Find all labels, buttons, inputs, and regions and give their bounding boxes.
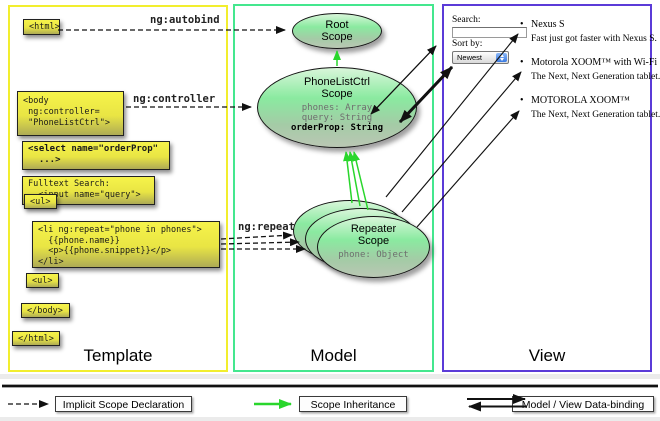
annotation-ng-repeat: ng:repeat: [238, 221, 295, 233]
phone-item-name: Nexus S: [531, 19, 565, 30]
view-column-title: View: [528, 346, 566, 365]
root-scope-ellipse: Root Scope: [292, 13, 382, 49]
phonelistctrl-prop-query: query: String: [301, 113, 373, 123]
code-body-open: <body ng:controller= "PhoneListCtrl">: [17, 91, 124, 136]
code-ul-close: <ul>: [26, 273, 59, 288]
code-html-open: <html>: [23, 19, 60, 35]
code-body-close: </body>: [21, 303, 70, 318]
phonelistctrl-scope-title: PhoneListCtrl Scope: [303, 76, 371, 100]
phonelistctrl-scope-ellipse: PhoneListCtrl Scope phones: Array query:…: [257, 67, 417, 148]
repeater-scope-title: Repeater Scope: [350, 223, 397, 247]
code-html-close: </html>: [12, 331, 60, 346]
model-column-title: Model: [310, 346, 357, 365]
phone-item-desc: The Next, Next Generation tablet.: [531, 110, 660, 120]
phone-item-desc: The Next, Next Generation tablet.: [531, 72, 660, 82]
legend-model-view-data-binding: Model / View Data-binding: [512, 396, 654, 412]
code-select: <select name="orderProp" ...>: [22, 141, 170, 170]
sort-dropdown[interactable]: Newest: [452, 51, 509, 64]
sort-by-label: Sort by:: [452, 39, 483, 49]
root-scope-title: Root Scope: [321, 19, 353, 43]
list-bullet: •: [520, 57, 524, 68]
phonelistctrl-prop-orderprop: orderProp: String: [290, 123, 384, 133]
annotation-ng-controller: ng:controller: [133, 93, 216, 105]
phonelistctrl-prop-phones: phones: Array: [301, 103, 373, 113]
phone-item-desc: Fast just got faster with Nexus S.: [531, 34, 657, 44]
search-input[interactable]: [452, 27, 527, 38]
repeater-scope-ellipse-front: Repeater Scope phone: Object: [317, 216, 430, 278]
legend-scope-inheritance: Scope Inheritance: [299, 396, 407, 412]
code-li-repeat: <li ng:repeat="phone in phones"> {{phone…: [32, 221, 220, 268]
phone-item-name: MOTOROLA XOOM™: [531, 95, 630, 106]
template-column-title: Template: [83, 346, 153, 365]
search-label: Search:: [452, 15, 481, 25]
code-ul-open: <ul>: [24, 194, 57, 209]
repeater-prop-phone: phone: Object: [338, 250, 409, 260]
annotation-ng-autobind: ng:autobind: [150, 14, 220, 26]
dropdown-stepper-icon: [496, 53, 507, 62]
sort-dropdown-value: Newest: [457, 53, 483, 62]
page-bottom-band: [0, 417, 660, 421]
model-column: Model: [233, 4, 434, 372]
list-bullet: •: [520, 19, 524, 30]
legend-implicit-scope-declaration: Implicit Scope Declaration: [55, 396, 192, 412]
phone-item-name: Motorola XOOM™ with Wi-Fi: [531, 57, 658, 68]
list-bullet: •: [520, 95, 524, 106]
page-shadow-band: [0, 374, 660, 379]
